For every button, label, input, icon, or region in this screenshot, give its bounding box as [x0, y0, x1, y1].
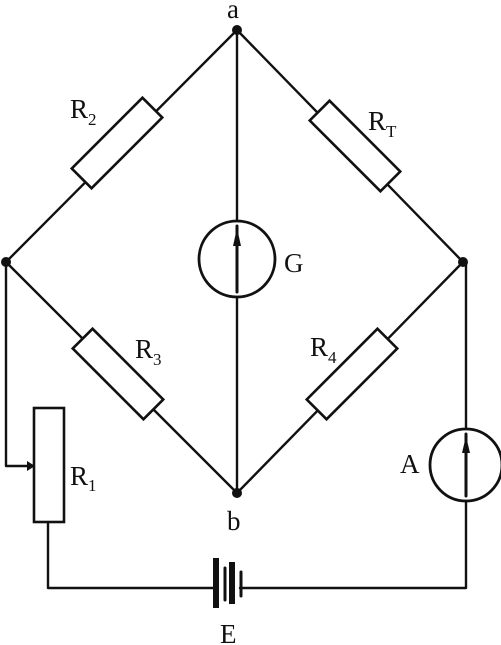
wire-left-rheostat [4, 260, 37, 468]
resistor-r2 [69, 95, 165, 191]
label-r2-sub: 2 [88, 110, 97, 129]
label-rt-base: R [368, 106, 386, 136]
wire-battery-right [238, 260, 468, 590]
label-r4-sub: 4 [328, 348, 337, 367]
ammeter-a [428, 427, 501, 503]
label-rt: RT [368, 106, 397, 141]
label-r3-base: R [135, 334, 153, 364]
label-battery: E [220, 619, 237, 645]
resistor-r4 [304, 326, 400, 422]
node-b-label: b [227, 506, 241, 536]
node-b-dot [232, 488, 242, 498]
node-right-dot [458, 257, 468, 267]
resistor-rt [307, 98, 403, 194]
label-r2-base: R [70, 94, 88, 124]
label-r1: R1 [70, 461, 97, 495]
battery-e [213, 558, 243, 608]
rheostat-r1 [32, 406, 66, 524]
label-ammeter: A [400, 449, 420, 479]
label-r1-sub: 1 [88, 476, 97, 495]
node-a-label: a [227, 0, 239, 24]
label-r2: R2 [70, 94, 97, 129]
resistor-r3 [70, 326, 166, 422]
galvanometer-g [197, 219, 277, 299]
label-rt-sub: T [386, 122, 397, 141]
label-r3-sub: 3 [153, 350, 162, 369]
label-r3: R3 [135, 334, 162, 369]
rheostat-wiper-icon [27, 461, 35, 471]
node-a-dot [232, 25, 242, 35]
wire-rheostat-battery [46, 520, 217, 590]
label-r4-base: R [310, 332, 328, 362]
label-galvanometer: G [284, 248, 304, 278]
label-r1-base: R [70, 461, 88, 491]
node-left-dot [1, 257, 11, 267]
label-r4: R4 [310, 332, 337, 367]
